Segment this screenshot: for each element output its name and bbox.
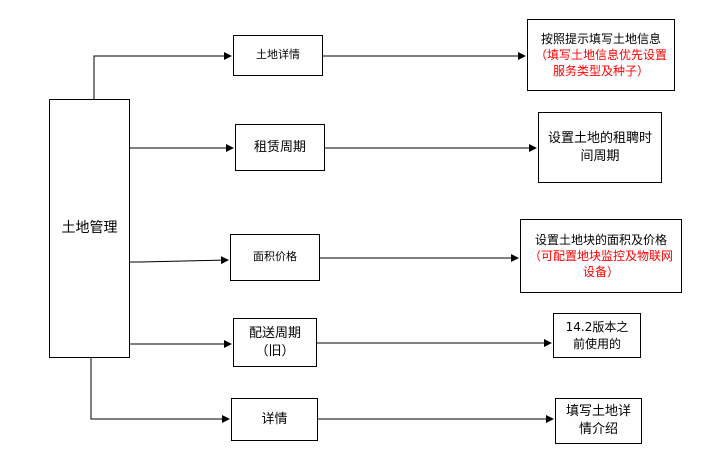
note-box-area-price: 设置土地块的面积及价格 （可配置地块监控及物联网设备） (520, 219, 682, 293)
step-box-land-details: 土地详情 (233, 35, 323, 76)
step-box-delivery-period-old: 配送周期（旧） (233, 318, 317, 367)
note-box-lease-period: 设置土地的租聘时间周期 (538, 112, 662, 183)
note-box-delivery-period-old: 14.2版本之前使用的 (553, 313, 641, 358)
note-detail-text: （填写土地信息优先设置服务类型及种子） (534, 47, 667, 79)
step-label: 土地详情 (256, 48, 300, 62)
note-detail-text: （可配置地块监控及物联网设备） (528, 248, 673, 280)
connector-root-to-step-5 (90, 358, 230, 423)
note-box-land-details: 按照提示填写土地信息 （填写土地信息优先设置服务类型及种子） (527, 19, 675, 91)
connector-root-to-step-1 (93, 52, 232, 99)
note-box-details: 填写土地详情介绍 (555, 398, 642, 444)
note-main-text: 设置土地块的面积及价格 (534, 232, 667, 247)
root-node-land-management: 土地管理 (49, 99, 130, 358)
step-label: 详情 (261, 411, 288, 427)
root-node-label: 土地管理 (61, 220, 118, 237)
connector-root-to-step-3 (130, 256, 229, 265)
note-main-text: 设置土地的租聘时间周期 (547, 130, 652, 164)
step-box-area-price: 面积价格 (230, 234, 320, 281)
note-main-text: 填写土地详情介绍 (566, 404, 632, 437)
note-main-text: 14.2版本之前使用的 (565, 320, 629, 351)
step-label: 面积价格 (253, 250, 297, 264)
step-label: 租赁周期 (253, 139, 306, 155)
step-box-details: 详情 (231, 398, 318, 441)
step-label: 配送周期（旧） (248, 325, 301, 359)
note-main-text: 按照提示填写土地信息 (540, 31, 661, 46)
step-box-lease-period: 租赁周期 (235, 124, 325, 171)
